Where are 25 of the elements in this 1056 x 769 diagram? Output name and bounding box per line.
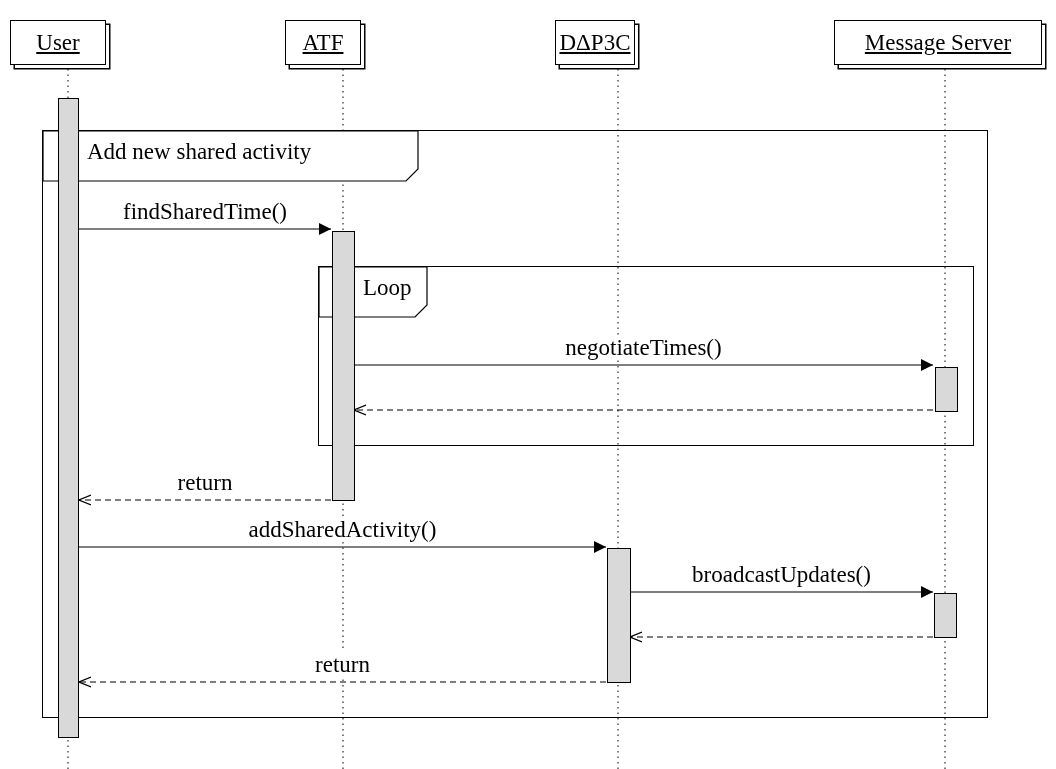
edge-label: negotiateTimes()	[563, 335, 724, 360]
return-arrow	[78, 494, 332, 506]
edge-label: findSharedTime()	[121, 199, 289, 224]
return-arrow	[629, 631, 934, 643]
participant-name: ATF	[302, 29, 344, 56]
participant-name: DΔP3C	[559, 29, 631, 56]
edge-label: broadcastUpdates()	[690, 562, 873, 587]
participant-name: Message Server	[864, 29, 1012, 56]
activation-bar	[58, 98, 79, 738]
message-arrow	[353, 359, 934, 371]
frame-title: Loop	[363, 275, 412, 301]
return-arrow	[78, 676, 607, 688]
participant-name: User	[36, 29, 80, 56]
edge-label: addSharedActivity()	[246, 517, 439, 542]
activation-bar	[332, 231, 355, 501]
activation-bar	[607, 548, 631, 683]
activation-bar	[935, 367, 958, 412]
message-arrow	[78, 223, 332, 235]
activation-bar	[934, 593, 957, 638]
return-arrow	[353, 404, 934, 416]
fragment-frame	[42, 130, 988, 718]
message-arrow	[629, 586, 934, 598]
message-arrow	[78, 541, 607, 553]
frame-title: Add new shared activity	[87, 139, 312, 165]
edge-label: return	[313, 652, 372, 677]
